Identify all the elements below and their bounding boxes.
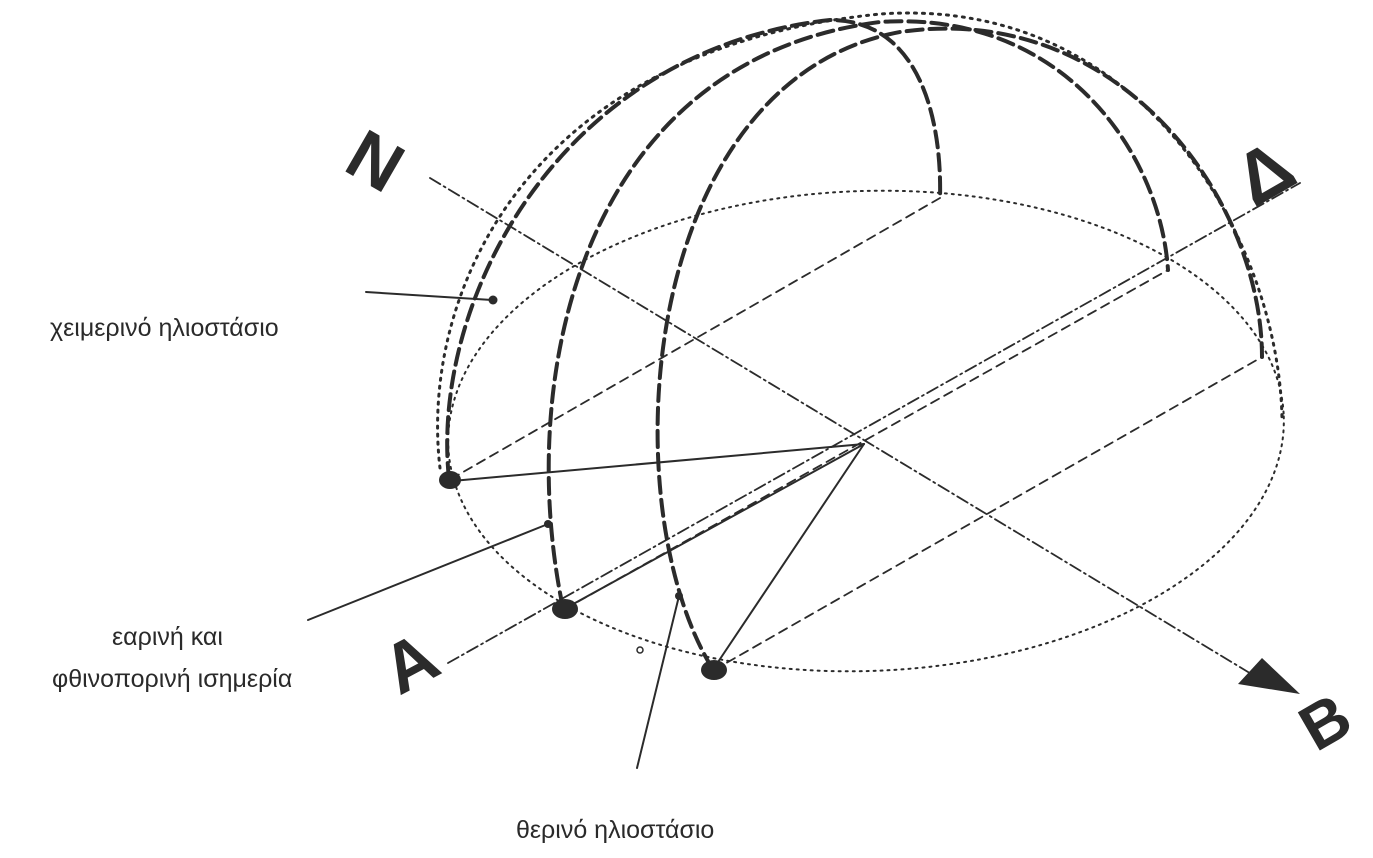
sunrise-point-winter — [439, 471, 461, 489]
south-arrowhead — [1238, 658, 1300, 694]
sunrise-point-equinox — [552, 599, 578, 619]
leader-winter — [366, 292, 492, 300]
leader-summer — [637, 596, 679, 768]
ray-summer — [714, 444, 864, 668]
equinox-label-line2: φθινοπορινή ισημερία — [52, 664, 292, 694]
sunrise-point-summer — [701, 660, 727, 680]
horizon-small-marker — [637, 647, 643, 653]
leader-equinox — [308, 524, 548, 620]
leader-dot-summer — [675, 592, 683, 600]
projection-line-summer — [714, 357, 1262, 670]
leader-dot-equinox — [544, 520, 552, 528]
summer-solstice-path — [658, 29, 1262, 668]
east-west-axis — [448, 183, 1300, 663]
winter-solstice-label: χειμερινό ηλιοστάσιο — [50, 313, 279, 343]
winter-solstice-path — [447, 20, 940, 479]
leader-dot-winter — [489, 296, 498, 305]
equinox-path — [549, 21, 1168, 608]
ray-equinox — [566, 444, 864, 608]
dome-outline — [438, 13, 1282, 468]
summer-solstice-label: θερινό ηλιοστάσιο — [516, 815, 714, 845]
equinox-label-line1: εαρινή και — [112, 622, 223, 652]
